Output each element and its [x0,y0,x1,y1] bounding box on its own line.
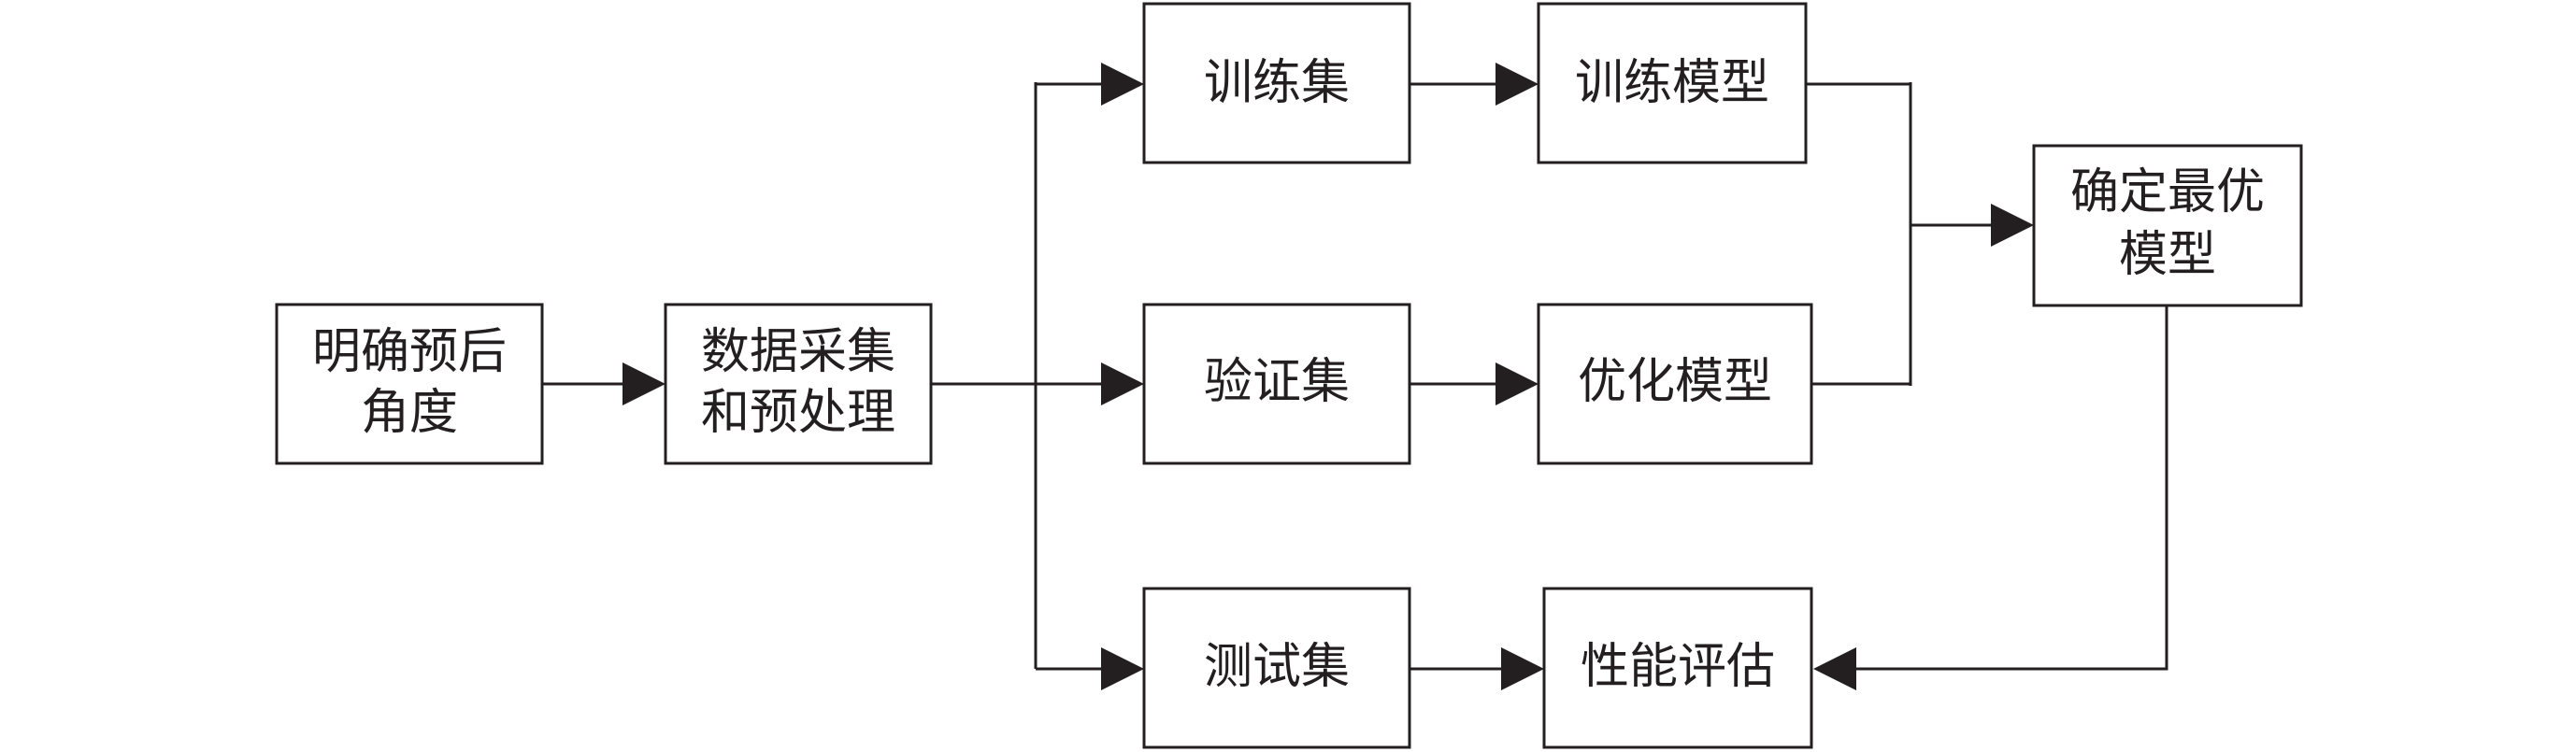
node-test-set: 测试集 [1142,587,1411,749]
arrowhead-train-model [1496,63,1538,106]
arrowhead-val-set [1101,362,1144,405]
arrowhead-best-model [1991,204,2034,247]
arrowhead-evaluate-left [1501,647,1544,690]
connectors [542,63,2168,690]
node-optimize-model: 优化模型 [1537,303,1813,465]
arrowhead-collect [623,362,665,405]
node-box [1537,303,1813,465]
node-label-line2: 角度 [361,385,458,441]
node-box [1542,587,1813,749]
node-box [1142,2,1411,164]
node-data-collection: 数据采集 和预处理 [664,303,933,465]
node-label: 优化模型 [1578,354,1772,410]
node-best-model: 确定最优 模型 [2032,144,2303,307]
node-box [1142,587,1411,749]
node-performance-evaluation: 性能评估 [1542,587,1813,749]
node-label: 性能评估 [1581,639,1775,695]
node-label-line1: 数据采集 [701,324,895,380]
node-box [664,303,933,465]
node-label-line2: 和预处理 [701,385,895,441]
node-box [1142,303,1411,465]
arrowhead-train-set [1101,63,1144,106]
node-validation-set: 验证集 [1142,303,1411,465]
node-label: 测试集 [1204,639,1350,695]
node-label: 训练模型 [1575,55,1769,111]
edge-best-model-to-evaluate [1856,305,2168,671]
node-label-line2: 模型 [2119,227,2216,283]
node-label-line1: 确定最优 [2070,164,2265,220]
node-train-model: 训练模型 [1537,2,1808,164]
node-box [1537,2,1808,164]
node-training-set: 训练集 [1142,2,1411,164]
node-define-prognosis: 明确预后 角度 [275,303,544,465]
node-label: 训练集 [1204,55,1350,111]
node-box [2032,144,2303,307]
arrowhead-test-set [1101,647,1144,690]
arrowhead-evaluate-right [1813,647,1856,690]
arrowhead-optimize-model [1496,362,1538,405]
node-label-line1: 明确预后 [312,324,507,380]
node-box [275,303,544,465]
node-label: 验证集 [1204,354,1350,410]
